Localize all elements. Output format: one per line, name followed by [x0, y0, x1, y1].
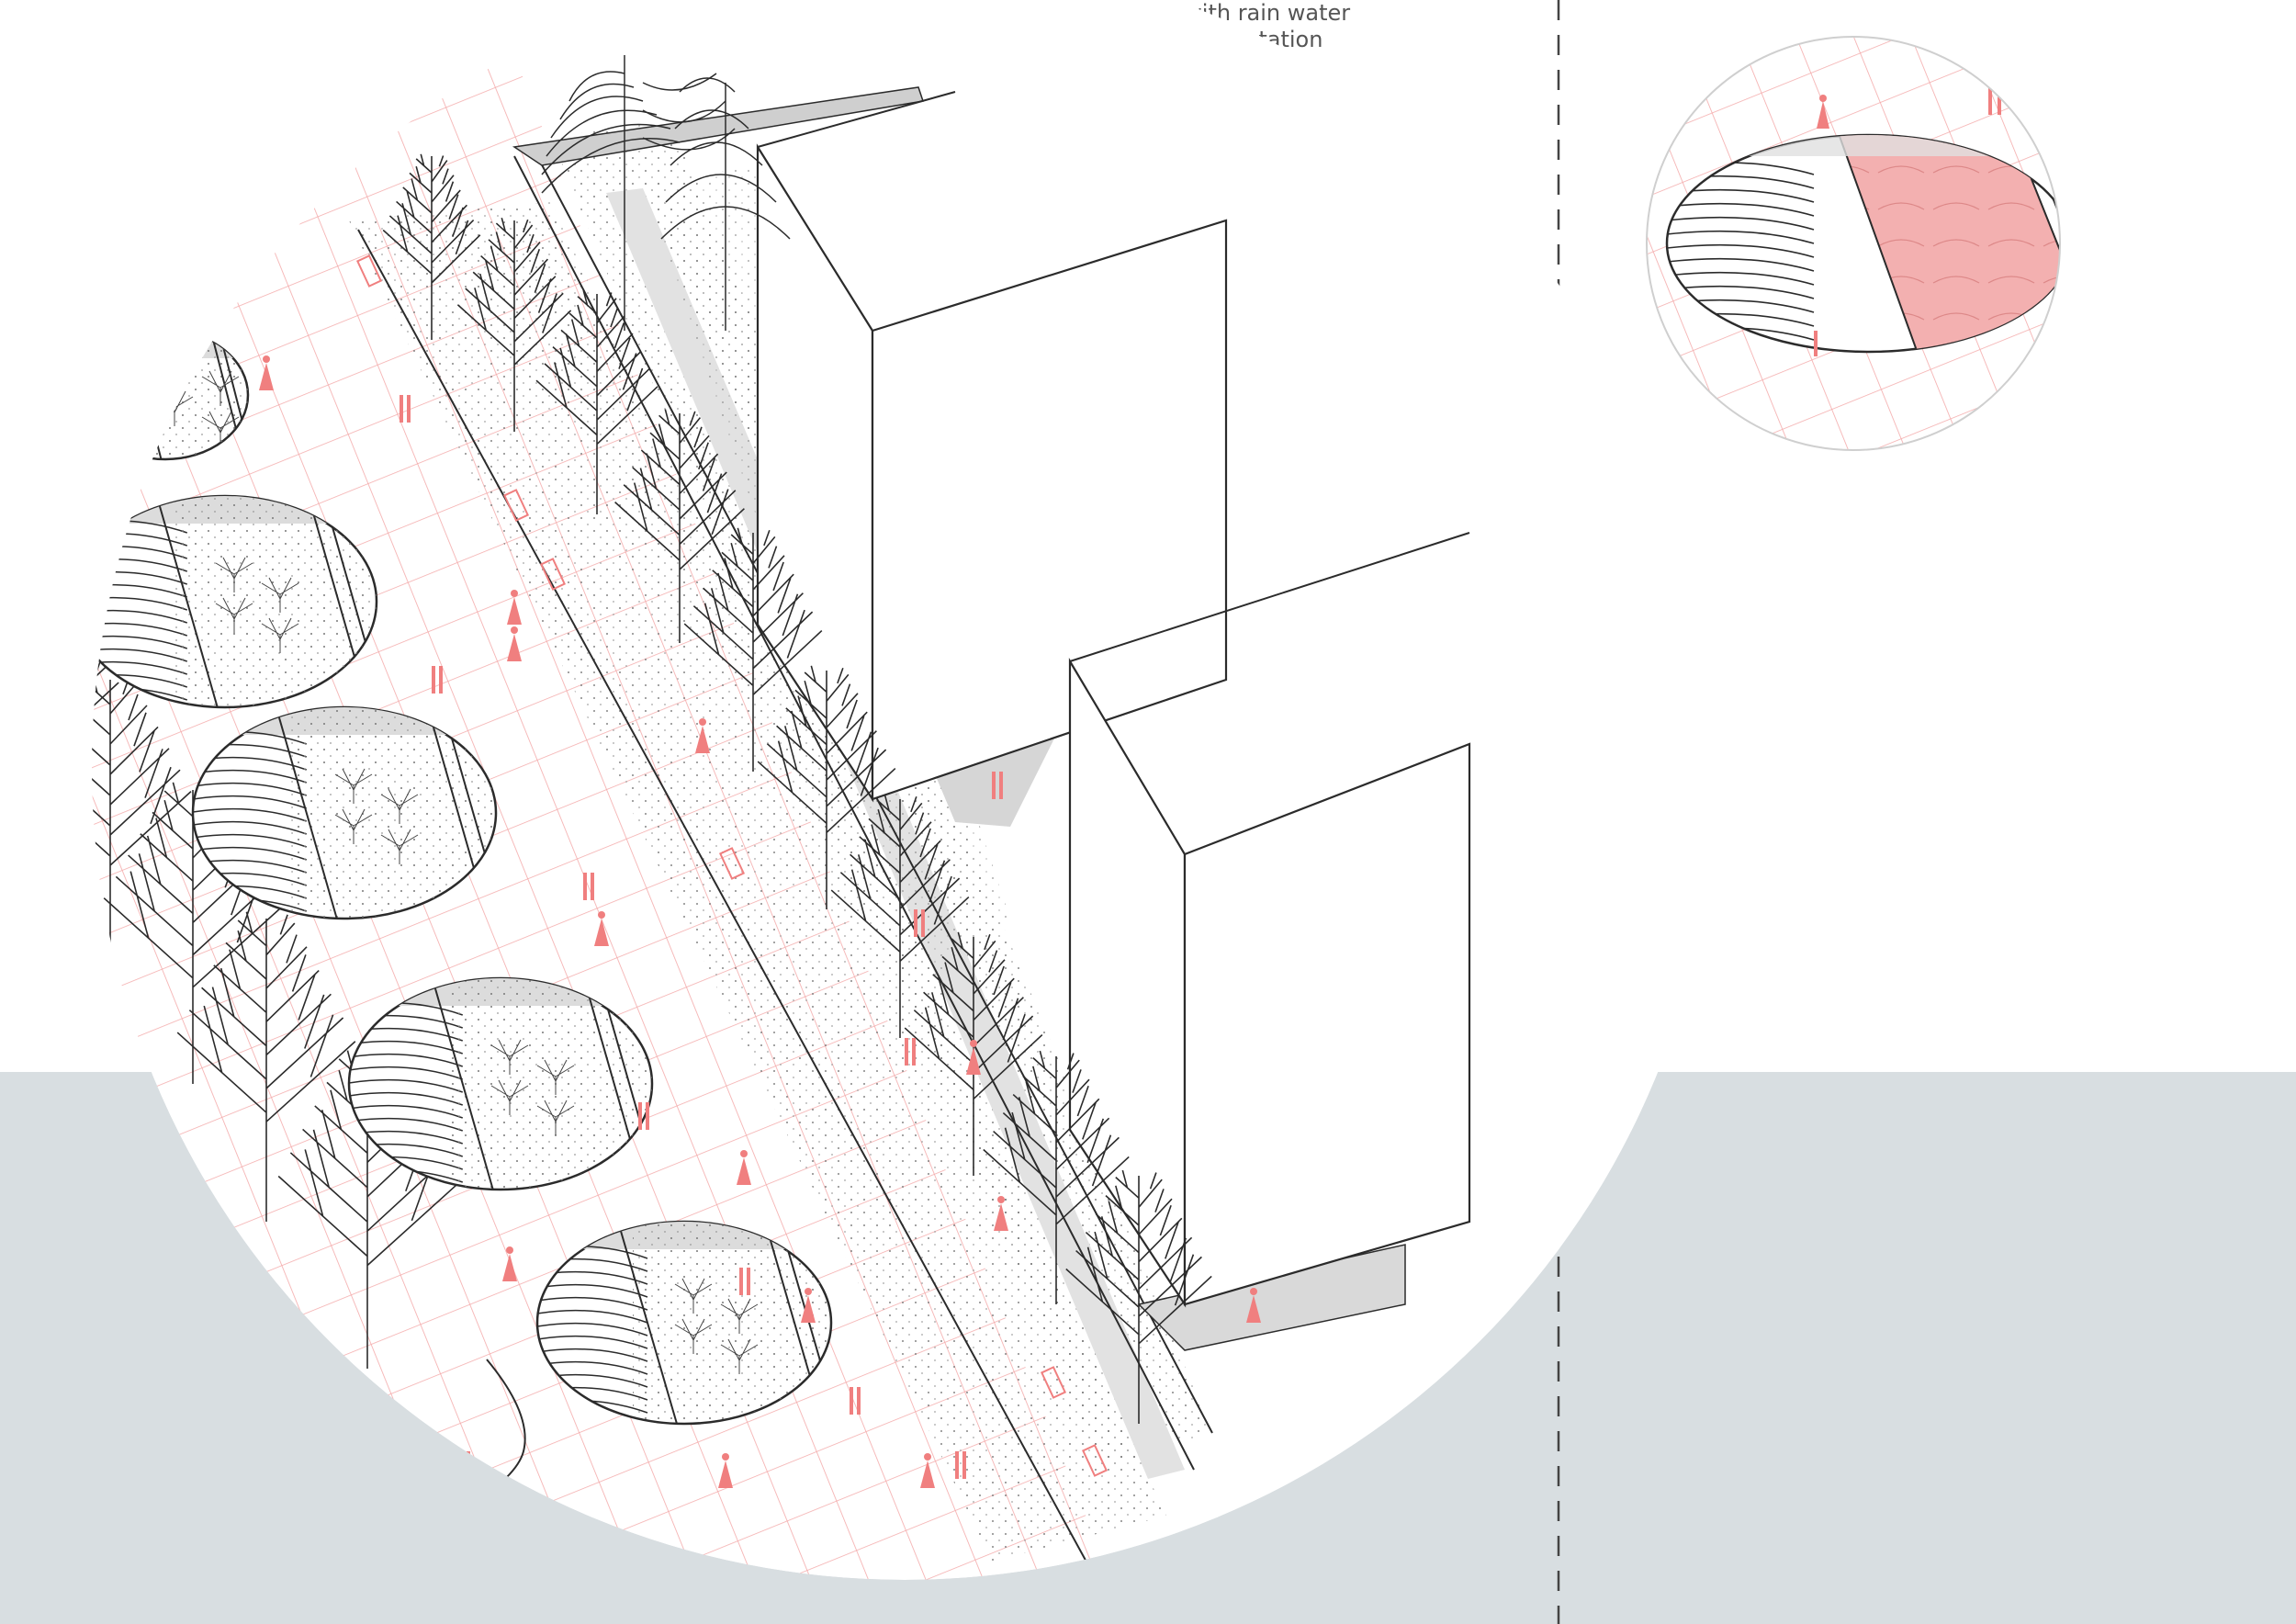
pedestrian-head	[970, 1040, 977, 1047]
pedestrian	[850, 1387, 853, 1415]
bare-tree	[92, 673, 192, 955]
bare-tree	[1065, 1169, 1212, 1424]
pedestrian	[407, 395, 411, 423]
pedestrian	[695, 726, 710, 753]
pedestrian	[955, 1451, 959, 1479]
bare-tree	[456, 217, 572, 432]
pedestrian	[432, 666, 435, 694]
pedestrian	[638, 1102, 642, 1130]
pedestrian	[718, 1460, 733, 1488]
pedestrian	[921, 909, 925, 937]
pedestrian-head	[740, 1150, 748, 1157]
pedestrian	[992, 772, 996, 799]
pedestrian	[737, 1157, 751, 1185]
main-axonometric-view	[92, 55, 1471, 1580]
pedestrian	[583, 873, 587, 900]
pedestrian-head	[1250, 1288, 1257, 1295]
pedestrian	[594, 919, 609, 946]
pedestrian-head	[997, 1196, 1005, 1203]
pedestrian	[646, 1102, 649, 1130]
pedestrian	[439, 666, 443, 694]
pedestrian	[739, 1268, 743, 1295]
pedestrian-head	[511, 590, 518, 597]
pedestrian-head	[263, 355, 270, 363]
pedestrian	[1246, 1295, 1261, 1323]
pedestrian	[507, 597, 522, 625]
pedestrian	[994, 1203, 1008, 1231]
conifer-trees	[541, 55, 791, 331]
street-trees	[382, 153, 1212, 1424]
pedestrian-head	[699, 718, 706, 726]
pedestrian	[507, 634, 522, 661]
pedestrian-head	[598, 911, 605, 919]
pedestrian	[914, 909, 917, 937]
pedestrian	[747, 1268, 750, 1295]
pedestrian	[400, 395, 403, 423]
pedestrian	[591, 873, 594, 900]
rain-pit-inset	[1646, 36, 2061, 451]
pedestrian	[920, 1460, 935, 1488]
bare-tree	[683, 527, 823, 772]
pedestrian-head	[722, 1453, 729, 1460]
pedestrian	[962, 1451, 966, 1479]
benches	[355, 254, 1109, 1477]
pedestrian	[502, 1254, 517, 1281]
bare-tree	[382, 153, 481, 340]
pedestrian-head	[805, 1288, 812, 1295]
bare-tree	[535, 290, 658, 514]
building-lower	[1068, 532, 1471, 1308]
bare-tree	[757, 665, 896, 909]
bare-tree	[830, 794, 970, 1038]
pedestrian	[259, 363, 274, 390]
pedestrian	[857, 1387, 861, 1415]
pedestrian-head	[506, 1246, 513, 1254]
pedestrian	[801, 1295, 816, 1323]
pedestrian	[912, 1038, 916, 1066]
bare-tree	[983, 1050, 1130, 1304]
bare-tree	[176, 911, 356, 1222]
pedestrian	[905, 1038, 908, 1066]
pedestrian-head	[511, 626, 518, 634]
pedestrian-head	[924, 1453, 931, 1460]
pedestrian	[966, 1047, 981, 1075]
dotted-walkway	[349, 202, 1166, 1562]
bare-tree	[614, 409, 745, 643]
pedestrian	[999, 772, 1003, 799]
